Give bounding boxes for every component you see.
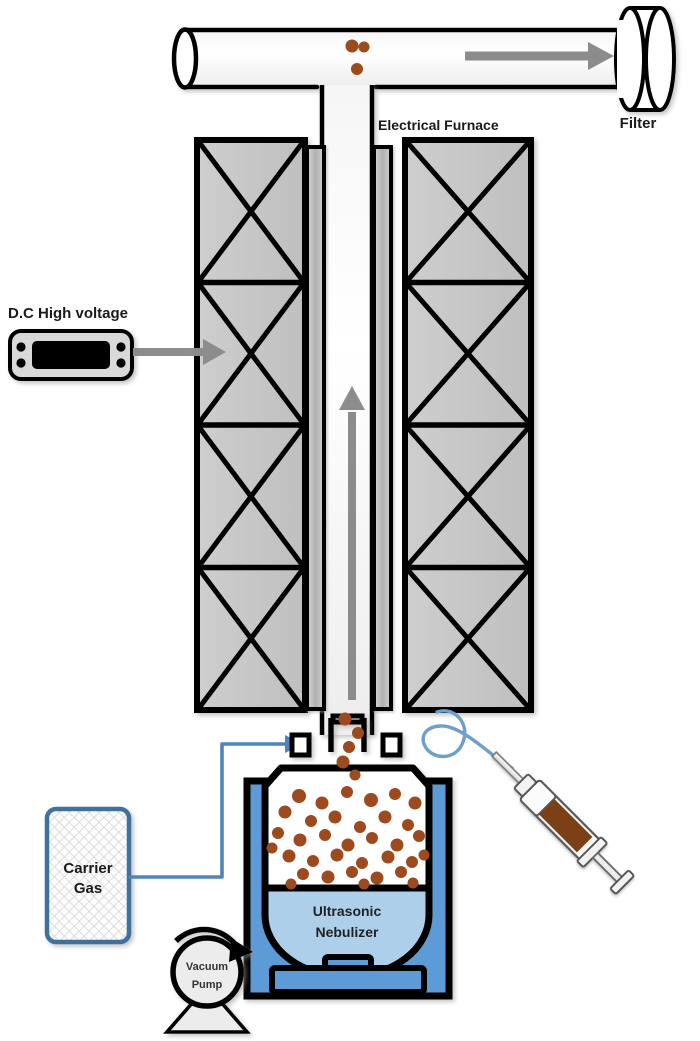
electrical-furnace-label: Electrical Furnace bbox=[378, 117, 499, 133]
dc-high-voltage-label: D.C High voltage bbox=[8, 305, 128, 322]
ultrasonic-nebulizer-label-line1: Ultrasonic bbox=[313, 903, 382, 919]
carrier-gas-label-line1: Carrier bbox=[63, 860, 112, 877]
aerosol-particles bbox=[266, 39, 430, 890]
ultrasonic-nebulizer-label-line2: Nebulizer bbox=[315, 924, 379, 940]
vacuum-pump-label-line2: Pump bbox=[192, 979, 223, 991]
vacuum-pump bbox=[163, 926, 253, 1034]
syringe bbox=[490, 750, 635, 895]
furnace-left-inner-strip bbox=[305, 145, 326, 711]
horizontal-outlet-tube bbox=[171, 27, 635, 90]
filter-label: Filter bbox=[620, 115, 657, 132]
furnace-left-column bbox=[194, 137, 308, 713]
furnace-right-column bbox=[402, 137, 534, 713]
syringe-feed-tube bbox=[421, 709, 514, 770]
furnace-right-inner-strip bbox=[372, 145, 393, 711]
vacuum-pump-label-line1: Vacuum bbox=[186, 961, 228, 973]
gas-flow-arrow bbox=[465, 42, 614, 70]
upward-flow-arrow bbox=[339, 386, 365, 700]
carrier-gas-label-line2: Gas bbox=[74, 880, 102, 897]
ultrasonic-nebulizer bbox=[243, 713, 453, 1000]
dc-voltage-arrow bbox=[133, 339, 226, 365]
filter-cylinder bbox=[614, 6, 676, 112]
dc-high-voltage-supply[interactable] bbox=[8, 329, 134, 381]
